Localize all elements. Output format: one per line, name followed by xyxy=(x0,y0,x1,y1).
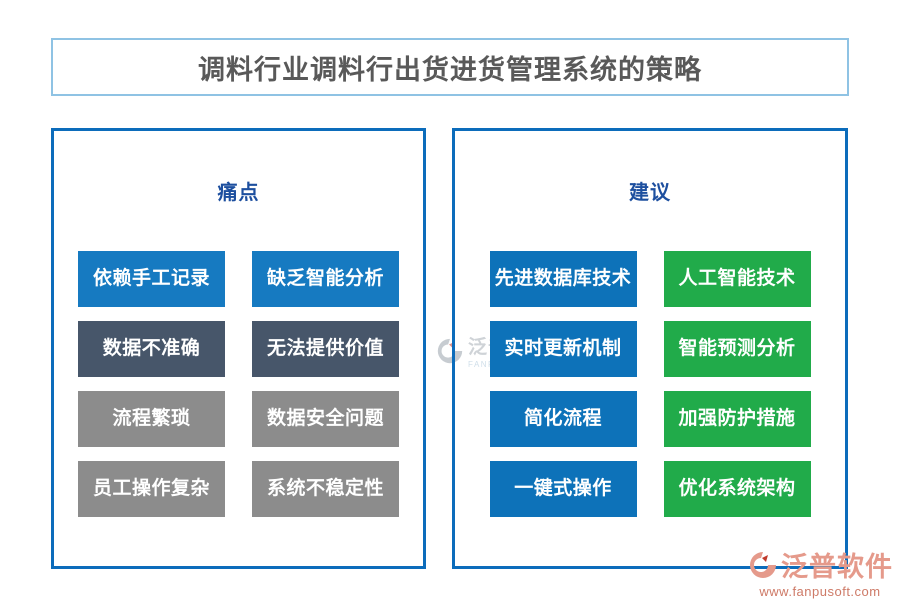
brand-name-text: 泛普软件 xyxy=(781,552,893,582)
pain-points-panel: 痛点 依赖手工记录 缺乏智能分析 数据不准确 无法提供价值 流程繁琐 数据安全问… xyxy=(51,128,426,569)
fanpu-brand-logo: 泛普软件 www.fanpusoft.com xyxy=(742,545,898,599)
suggestion-card: 智能预测分析 xyxy=(663,321,811,377)
pain-point-card: 流程繁琐 xyxy=(78,391,225,447)
pain-point-card: 数据安全问题 xyxy=(252,391,399,447)
fanpu-logo-icon xyxy=(750,551,776,578)
pain-points-header: 痛点 xyxy=(217,182,260,204)
pain-points-grid: 依赖手工记录 缺乏智能分析 数据不准确 无法提供价值 流程繁琐 数据安全问题 员… xyxy=(54,251,423,517)
brand-url-text: www.fanpusoft.com xyxy=(759,584,881,599)
suggestion-card: 优化系统架构 xyxy=(663,461,811,517)
pain-point-card: 员工操作复杂 xyxy=(78,461,225,517)
suggestion-card: 实时更新机制 xyxy=(489,321,637,377)
pain-point-card: 无法提供价值 xyxy=(252,321,399,377)
suggestion-card: 简化流程 xyxy=(489,391,637,447)
suggestions-grid: 先进数据库技术 人工智能技术 实时更新机制 智能预测分析 简化流程 加强防护措施… xyxy=(455,251,845,517)
pain-point-card: 数据不准确 xyxy=(78,321,225,377)
pain-point-card: 依赖手工记录 xyxy=(78,251,225,307)
suggestion-card: 人工智能技术 xyxy=(663,251,811,307)
suggestion-card: 加强防护措施 xyxy=(663,391,811,447)
page-title: 调料行业调料行出货进货管理系统的策略 xyxy=(198,54,702,85)
suggestion-card: 先进数据库技术 xyxy=(489,251,637,307)
suggestions-panel: 建议 先进数据库技术 人工智能技术 实时更新机制 智能预测分析 简化流程 加强防… xyxy=(452,128,848,569)
suggestions-header: 建议 xyxy=(629,182,671,204)
pain-point-card: 缺乏智能分析 xyxy=(252,251,399,307)
suggestion-card: 一键式操作 xyxy=(489,461,637,517)
pain-point-card: 系统不稳定性 xyxy=(252,461,399,517)
title-box: 调料行业调料行出货进货管理系统的策略 xyxy=(51,38,849,96)
